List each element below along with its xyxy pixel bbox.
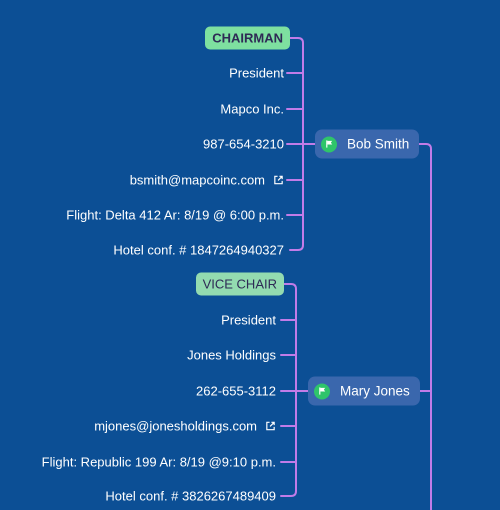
- mary-jones-node[interactable]: Mary Jones: [308, 376, 420, 406]
- vice-chair-tag[interactable]: VICE CHAIR: [195, 272, 284, 296]
- mary-company[interactable]: Jones Holdings: [187, 347, 276, 363]
- bob-company[interactable]: Mapco Inc.: [220, 101, 284, 117]
- mary-flight[interactable]: Flight: Republic 199 Ar: 8/19 @9:10 p.m.: [41, 454, 276, 470]
- mary-hotel[interactable]: Hotel conf. # 3826267489409: [105, 488, 276, 504]
- bob-phone[interactable]: 987-654-3210: [203, 136, 284, 152]
- bob-smith-name: Bob Smith: [347, 136, 410, 152]
- chairman-tag[interactable]: CHAIRMAN: [205, 26, 290, 50]
- mary-email-row[interactable]: mjones@jonesholdings.com: [94, 419, 276, 434]
- bob-email[interactable]: bsmith@mapcoinc.com: [129, 172, 265, 188]
- flag-icon: [314, 383, 330, 399]
- mary-jones-name: Mary Jones: [340, 383, 410, 399]
- flag-icon: [321, 136, 337, 152]
- bob-flight[interactable]: Flight: Delta 412 Ar: 8/19 @ 6:00 p.m.: [66, 207, 284, 223]
- external-link-icon[interactable]: [265, 421, 276, 432]
- mary-title[interactable]: President: [221, 312, 276, 328]
- bob-hotel[interactable]: Hotel conf. # 1847264940327: [113, 242, 284, 258]
- mary-email[interactable]: mjones@jonesholdings.com: [94, 418, 257, 434]
- bob-title[interactable]: President: [229, 65, 284, 81]
- bob-email-row[interactable]: bsmith@mapcoinc.com: [130, 173, 284, 188]
- bob-smith-node[interactable]: Bob Smith: [315, 129, 420, 159]
- mary-phone[interactable]: 262-655-3112: [196, 383, 276, 399]
- external-link-icon[interactable]: [273, 175, 284, 186]
